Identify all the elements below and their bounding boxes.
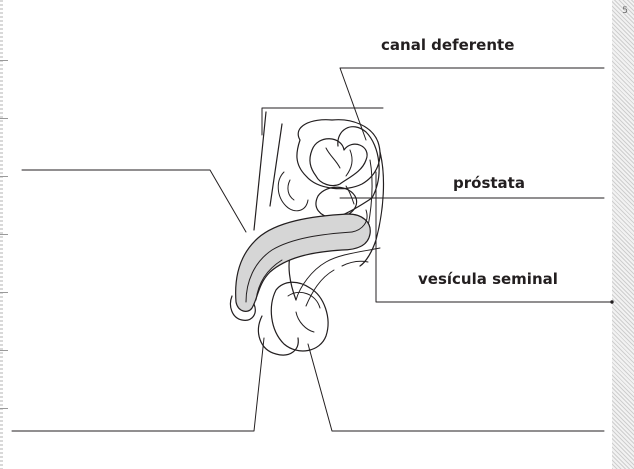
epididymis xyxy=(288,292,320,308)
vas-deferens xyxy=(338,127,379,198)
seminal-vesicle-fold xyxy=(326,148,340,168)
pubic-bone xyxy=(278,172,308,211)
abdominal-wall-inner xyxy=(270,124,282,206)
label-prostata: próstata xyxy=(453,174,525,192)
ejaculatory-duct xyxy=(346,186,354,204)
label-canal-deferente: canal deferente xyxy=(381,36,514,54)
label-vesicula-seminal: vesícula seminal xyxy=(418,270,558,288)
leader-left-blank xyxy=(22,170,246,232)
testis-detail xyxy=(296,312,314,332)
anatomy-drawing xyxy=(230,112,383,355)
perineum xyxy=(342,261,368,266)
leader-bottom-right xyxy=(308,344,604,431)
leader-bottom-left xyxy=(12,338,264,431)
edge-marks xyxy=(611,301,613,303)
leader-canal-deferente xyxy=(340,68,604,140)
spermatic-cord xyxy=(296,248,380,300)
pubic-bone-inner xyxy=(288,180,294,200)
abdominal-wall xyxy=(254,112,266,230)
seminal-vesicle-fold xyxy=(346,150,352,176)
